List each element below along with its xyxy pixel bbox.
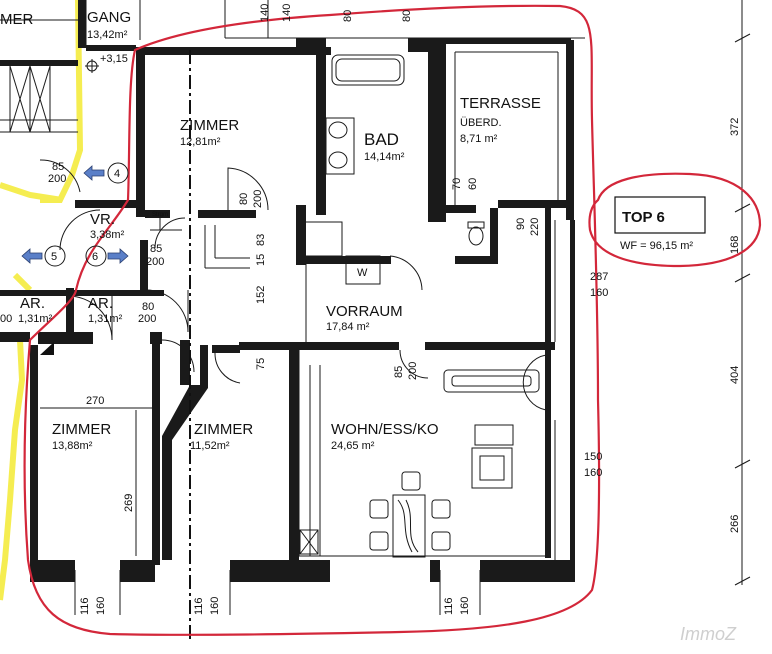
svg-text:160: 160 [584, 467, 602, 479]
svg-text:116: 116 [79, 597, 91, 615]
room-vorraum-area: 17,84 m² [326, 321, 370, 333]
room-zimmer-mid: ZIMMER [194, 421, 253, 438]
svg-text:160: 160 [590, 287, 608, 299]
room-vorraum: VORRAUM [326, 303, 403, 320]
svg-text:00: 00 [0, 313, 12, 325]
svg-text:160: 160 [459, 597, 471, 615]
dim-168: 168 [729, 236, 741, 254]
labels: MER GANG 13,42m² +3,15 140 140 80 80 ZIM… [0, 4, 741, 644]
svg-text:160: 160 [209, 597, 221, 615]
room-terrasse: TERRASSE [460, 95, 541, 112]
marker-6: 6 [92, 251, 98, 263]
dim-372: 372 [729, 118, 741, 136]
room-bad: BAD [364, 130, 399, 149]
svg-text:15: 15 [255, 254, 267, 266]
room-zimmer-top: ZIMMER [180, 117, 239, 134]
svg-text:60: 60 [467, 178, 479, 190]
svg-text:116: 116 [443, 597, 455, 615]
svg-text:83: 83 [255, 234, 267, 246]
room-ar-right: AR. [88, 295, 113, 312]
room-wohn-area: 24,65 m² [331, 440, 375, 452]
svg-text:75: 75 [255, 358, 267, 370]
svg-text:269: 269 [123, 494, 135, 512]
room-terrasse-note: ÜBERD. [460, 117, 502, 129]
svg-text:80: 80 [142, 301, 154, 313]
watermark: ImmoZ [680, 624, 737, 644]
bath-fixtures [297, 54, 485, 285]
room-ar-right-area: 1,31m² [88, 313, 123, 325]
svg-text:200: 200 [407, 362, 419, 380]
bottom-dimension-ticks [74, 570, 481, 615]
svg-text:200: 200 [146, 256, 164, 268]
living-furniture [299, 369, 540, 558]
svg-text:140: 140 [281, 4, 293, 22]
svg-text:85: 85 [393, 366, 405, 378]
marker-4: 4 [114, 168, 120, 180]
room-vr-area: 3,38m² [90, 229, 125, 241]
svg-text:116: 116 [193, 597, 205, 615]
room-bad-area: 14,14m² [364, 151, 405, 163]
room-gang: GANG [87, 9, 131, 26]
svg-text:160: 160 [95, 597, 107, 615]
room-mer: MER [0, 11, 34, 28]
room-zimmer-left-area: 13,88m² [52, 440, 93, 452]
svg-text:150: 150 [584, 451, 602, 463]
room-zimmer-top-area: 12,81m² [180, 136, 221, 148]
svg-text:80: 80 [238, 193, 250, 205]
svg-text:220: 220 [529, 218, 541, 236]
room-ar-left-area: 1,31m² [18, 313, 53, 325]
svg-text:70: 70 [451, 178, 463, 190]
top6-box [614, 196, 706, 234]
dim-266: 266 [729, 515, 741, 533]
svg-text:140: 140 [259, 4, 271, 22]
walls [0, 0, 575, 582]
room-zimmer-left: ZIMMER [52, 421, 111, 438]
marker-strgm: Strgm [152, 212, 168, 218]
room-wohn: WOHN/ESS/KO [331, 421, 439, 438]
doors [39, 159, 547, 411]
arrow-left-icon [83, 165, 105, 181]
top6-title: TOP 6 [622, 209, 665, 226]
top6-wf: WF = 96,15 m² [620, 240, 693, 252]
svg-text:200: 200 [138, 313, 156, 325]
svg-text:85: 85 [150, 243, 162, 255]
svg-text:80: 80 [342, 10, 354, 22]
room-vr: VR. [90, 211, 115, 228]
svg-text:200: 200 [252, 190, 264, 208]
level-mark: +3,15 [100, 53, 128, 65]
svg-text:90: 90 [515, 218, 527, 230]
svg-text:287: 287 [590, 271, 608, 283]
svg-text:80: 80 [401, 10, 413, 22]
arrow-left-icon-2 [21, 248, 43, 264]
inner-lines [0, 0, 585, 560]
marker-5: 5 [51, 251, 57, 263]
svg-text:270: 270 [86, 395, 104, 407]
room-zimmer-mid-area: 11,52m² [190, 440, 230, 452]
room-gang-area: 13,42m² [87, 29, 128, 41]
marker-triangle-icon [40, 342, 54, 355]
svg-text:152: 152 [255, 286, 267, 304]
markers [21, 59, 129, 355]
arrow-right-icon [107, 248, 129, 264]
dim-404: 404 [729, 366, 741, 384]
red-outline-top6 [23, 4, 601, 636]
marker-w: W [357, 267, 368, 279]
right-dimension-line [734, 0, 751, 586]
red-circle-top6 [588, 172, 762, 268]
room-ar-left: AR. [20, 295, 45, 312]
svg-text:85: 85 [52, 161, 64, 173]
svg-text:200: 200 [48, 173, 66, 185]
room-terrasse-area: 8,71 m² [460, 133, 498, 145]
